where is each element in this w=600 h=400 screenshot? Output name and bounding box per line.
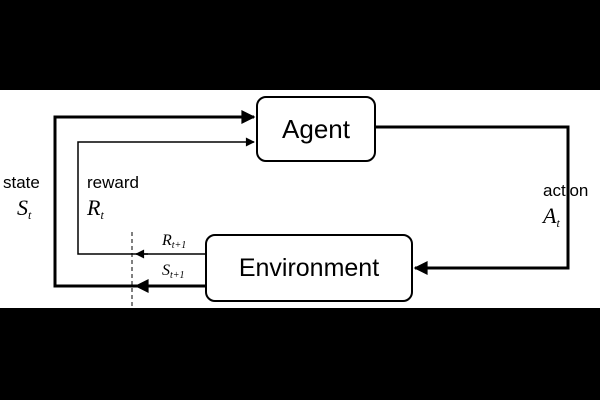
reward-label: reward <box>87 173 139 192</box>
reward-symbol: Rt <box>87 195 104 222</box>
environment-label: Environment <box>238 253 380 282</box>
next-reward-symbol: Rt+1 <box>162 232 187 251</box>
action-arrow <box>376 125 570 275</box>
agent-box: Agent <box>256 96 376 162</box>
action-label: action <box>543 181 589 200</box>
state-label: state <box>3 173 40 192</box>
state-symbol: St <box>17 195 32 222</box>
next-state-symbol: St+1 <box>162 262 185 281</box>
environment-box: Environment <box>205 234 413 302</box>
action-symbol: At <box>543 203 560 230</box>
agent-label: Agent <box>282 113 350 144</box>
state-arrow <box>53 110 256 288</box>
